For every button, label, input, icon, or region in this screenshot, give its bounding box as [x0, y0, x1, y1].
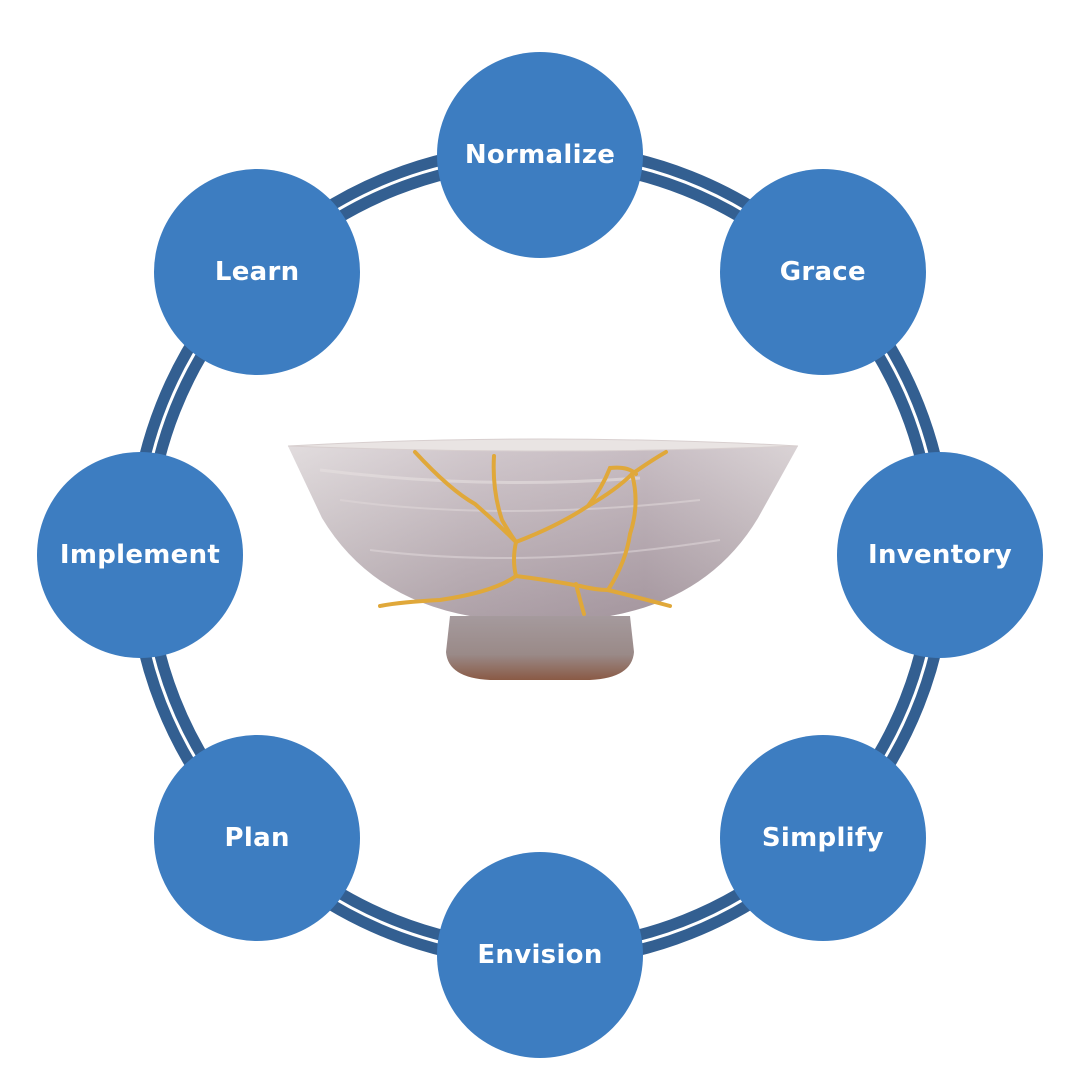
- node-label: Simplify: [761, 822, 884, 853]
- node-implement: Implement: [37, 452, 243, 658]
- node-simplify: Simplify: [719, 734, 926, 941]
- node-normalize: Normalize: [437, 52, 643, 258]
- node-label: Inventory: [867, 540, 1013, 570]
- node-inventory: Inventory: [837, 452, 1043, 658]
- node-learn: Learn: [154, 169, 361, 376]
- node-label: Grace: [779, 257, 866, 288]
- node-plan: Plan: [154, 734, 361, 941]
- node-grace: Grace: [719, 169, 926, 376]
- node-label: Learn: [214, 257, 300, 288]
- node-label: Normalize: [464, 140, 616, 170]
- kintsugi-bowl-image: [287, 438, 799, 680]
- node-label: Plan: [224, 822, 290, 853]
- node-label: Implement: [59, 540, 221, 570]
- node-envision: Envision: [437, 852, 643, 1058]
- node-label: Envision: [477, 940, 603, 970]
